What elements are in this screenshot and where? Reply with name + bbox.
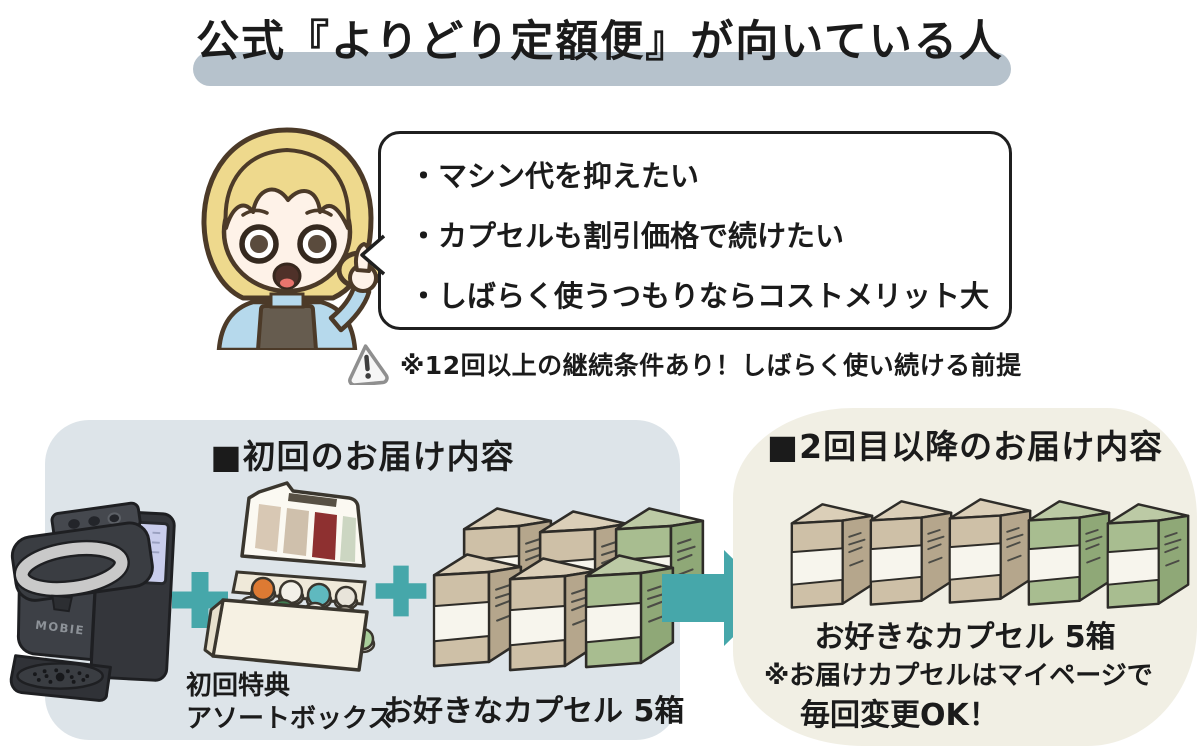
second-note-line2: 毎回変更OK！ xyxy=(800,698,999,733)
coffee-machine-icon: MOBIE xyxy=(9,501,176,702)
capsule-box-tan xyxy=(788,489,876,610)
machine-brand-text: MOBIE xyxy=(35,618,86,638)
capsule-box-green xyxy=(1025,486,1113,607)
first-delivery-heading: ■初回のお届け内容 xyxy=(210,437,515,476)
caution-note: ※12回以上の継続条件あり！しばらく使い続ける前提 xyxy=(344,342,1022,385)
assort-label-line1: 初回特典 xyxy=(186,671,291,701)
bubble-point-3: ・しばらく使うつもりならコストメリット大 xyxy=(409,279,990,313)
capsule-box-tan xyxy=(867,486,955,607)
assort-box-label: 初回特典 アソートボックス xyxy=(186,670,393,736)
character-illustration-icon xyxy=(201,127,384,353)
bubble-point-2: ・カプセルも割引価格で続けたい xyxy=(409,219,845,253)
assort-label-line2: アソートボックス xyxy=(186,704,394,734)
capsule-box-tan xyxy=(946,484,1034,605)
first-capsule-count-label: お好きなカプセル 5箱 xyxy=(383,694,685,729)
speech-bubble: ・マシン代を抑えたい ・カプセルも割引価格で続けたい ・しばらく使うつもりならコ… xyxy=(360,131,1012,330)
coffee-machine-illustration: MOBIE xyxy=(2,466,186,706)
capsule-box-green xyxy=(1104,489,1192,610)
caution-text: ※12回以上の継続条件あり！しばらく使い続ける前提 xyxy=(400,350,1022,380)
plus-icon xyxy=(375,565,427,617)
first-delivery-capsule-boxes xyxy=(430,492,705,677)
assort-box-illustration xyxy=(196,476,398,686)
title-highlight-bar xyxy=(193,52,1011,86)
second-delivery-heading: ■2回目以降のお届け内容 xyxy=(766,427,1164,466)
speech-bubble-tail xyxy=(360,234,385,276)
plus-icon xyxy=(172,572,228,628)
warning-icon xyxy=(348,344,389,385)
shop-staff-character xyxy=(180,118,394,353)
bubble-point-1: ・マシン代を抑えたい xyxy=(409,159,700,193)
page-title-block: 公式『よりどり定額便』が向いている人 xyxy=(0,10,1200,86)
page-title: 公式『よりどり定額便』が向いている人 xyxy=(196,17,1004,67)
second-note-line1: ※お届けカプセルはマイページで xyxy=(764,661,1153,691)
second-delivery-capsule-boxes xyxy=(788,484,1194,612)
capsule-box-tan xyxy=(430,538,525,668)
second-capsule-count-label: お好きなカプセル 5箱 xyxy=(814,620,1116,655)
assort-box-icon xyxy=(203,481,376,672)
